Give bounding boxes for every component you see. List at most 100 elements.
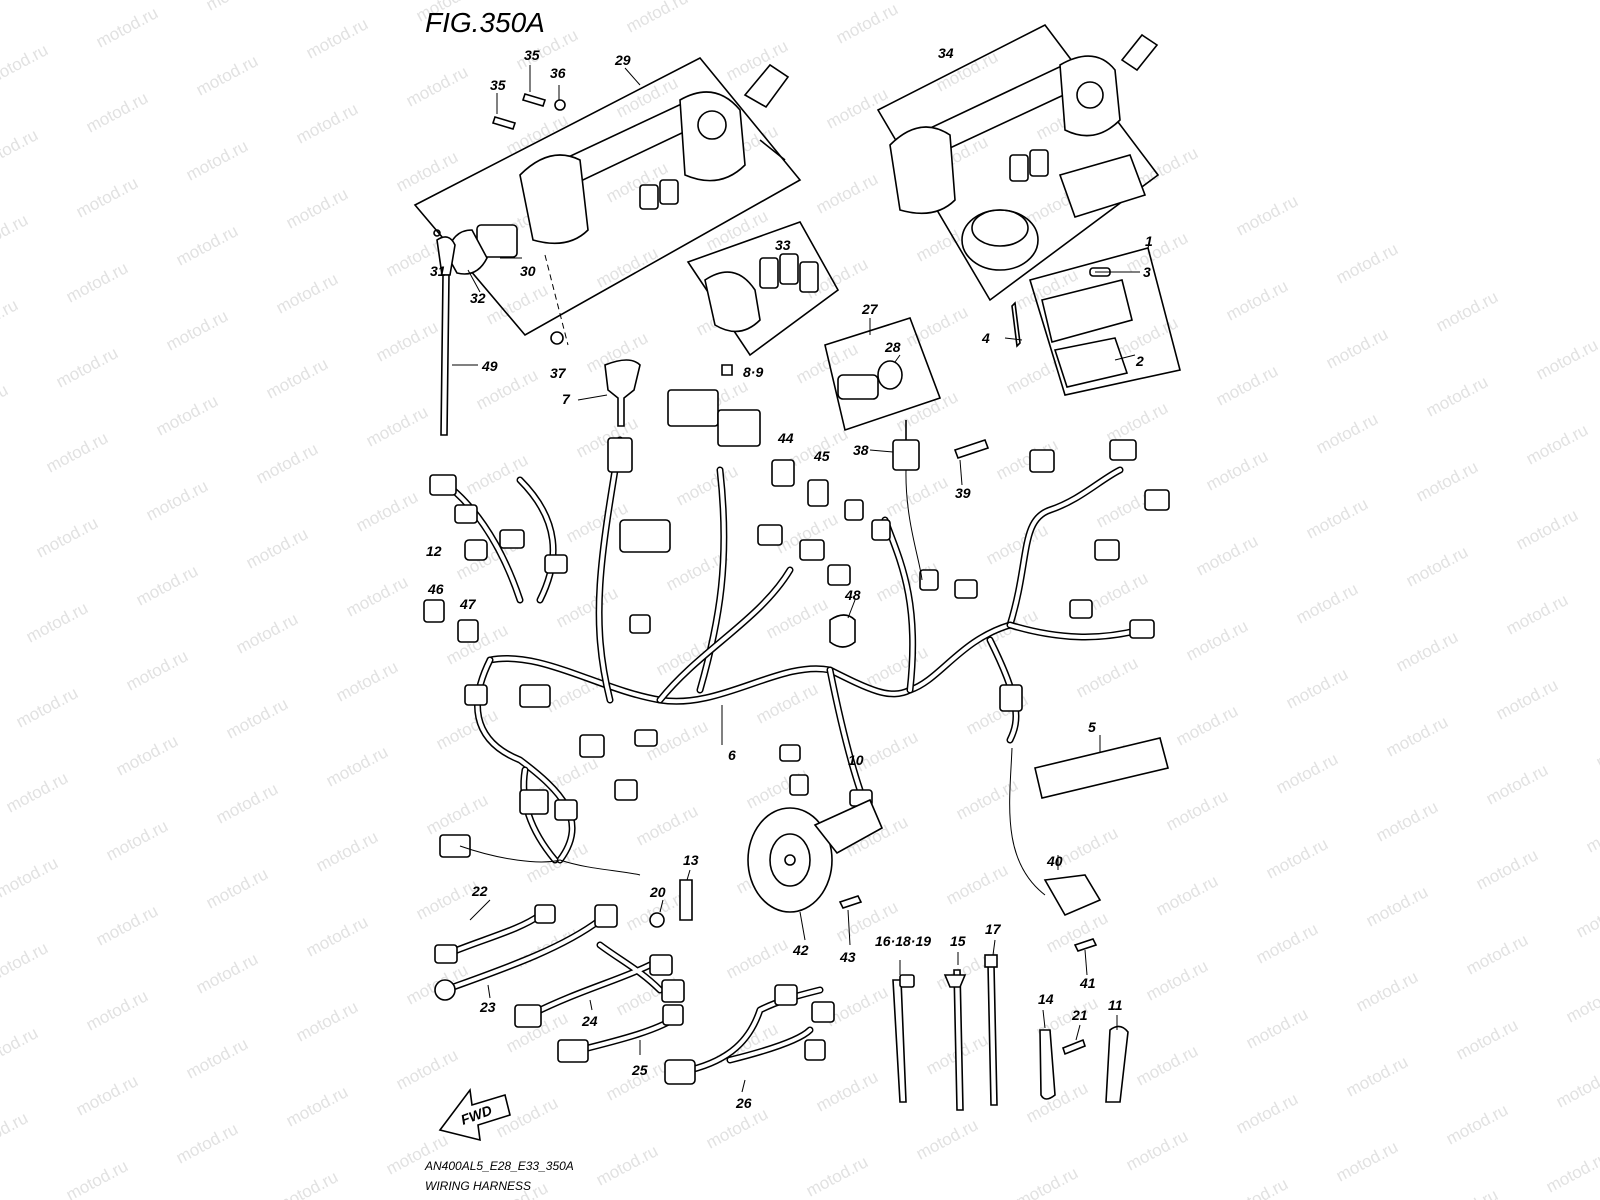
figure-title: FIG.350A (425, 7, 545, 38)
watermark-text: motod.ru (1133, 1041, 1201, 1089)
part-number-label: 48 (844, 587, 861, 603)
connector (774, 984, 798, 1006)
lock-head-34 (1059, 55, 1121, 137)
watermark-text: motod.ru (1563, 978, 1600, 1026)
connector (799, 539, 825, 561)
connector (1144, 489, 1170, 511)
kit-box-29 (413, 56, 802, 337)
fuse-box-cover-2 (1053, 337, 1129, 388)
part-number-label: 21 (1071, 1007, 1088, 1023)
watermark-text: motod.ru (1433, 1185, 1501, 1200)
horn-group (747, 798, 884, 946)
screw-21 (1062, 1038, 1086, 1056)
watermark-text: motod.ru (83, 986, 151, 1034)
watermark-text: motod.ru (313, 827, 381, 875)
watermark-text: motod.ru (3, 768, 71, 816)
lock-set-29-group (413, 56, 802, 346)
fuse-box-1 (1041, 279, 1133, 343)
key-49-group (436, 236, 478, 436)
connector (434, 979, 456, 1001)
watermark-text: motod.ru (1223, 1174, 1291, 1200)
watermark-text: motod.ru (243, 524, 311, 572)
part-number-label: 15 (950, 933, 966, 949)
kit-box-34 (876, 23, 1160, 302)
watermark-text: motod.ru (263, 354, 331, 402)
connector (629, 614, 651, 634)
connector (1069, 599, 1093, 619)
watermark-text: motod.ru (723, 934, 791, 982)
part-48 (829, 614, 856, 648)
watermark-text: motod.ru (1153, 871, 1221, 919)
watermark-text: motod.ru (1433, 287, 1501, 335)
key-tag-34-b (1029, 149, 1049, 177)
watermark-text: motod.ru (1483, 760, 1551, 808)
watermark-text: motod.ru (833, 0, 901, 48)
connector (827, 564, 851, 586)
watermark-text: motod.ru (183, 136, 251, 184)
connector (954, 579, 978, 599)
watermark-text: motod.ru (913, 1115, 981, 1163)
watermark-text: motod.ru (673, 461, 741, 509)
watermark-text: motod.ru (1523, 420, 1591, 468)
connector (519, 684, 551, 708)
part-number-label: 42 (792, 942, 809, 958)
watermark-text: motod.ru (253, 439, 321, 487)
key-cylinder (697, 110, 727, 140)
watermark-text: motod.ru (1083, 568, 1151, 616)
watermark-text: motod.ru (143, 476, 211, 524)
watermark-text: motod.ru (133, 561, 201, 609)
part-number-labels: 1 2 3 4 5 6 7 8·9 10 11 12 13 14 15 16·1… (426, 45, 1153, 1111)
watermark-text: motod.ru (1053, 823, 1121, 871)
connector (757, 524, 783, 546)
part-number-label: 5 (1088, 719, 1096, 735)
clamp-11 (1105, 1025, 1129, 1103)
watermark-text: motod.ru (0, 0, 61, 4)
watermark-text: motod.ru (273, 1167, 341, 1200)
connector (667, 389, 719, 427)
watermark-text: motod.ru (0, 210, 31, 258)
watermark-text: motod.ru (803, 1152, 871, 1200)
watermark-text: motod.ru (163, 306, 231, 354)
watermark-text: motod.ru (1343, 1052, 1411, 1100)
watermark-text: motod.ru (23, 598, 91, 646)
connector (619, 519, 671, 553)
part-12 (464, 539, 488, 561)
connector (464, 684, 488, 706)
watermark-text: motod.ru (1413, 457, 1481, 505)
watermark-text: motod.ru (1333, 1137, 1401, 1185)
kit-box-27 (824, 317, 942, 432)
watermark-text: motod.ru (1363, 882, 1431, 930)
watermark-text: motod.ru (223, 694, 291, 742)
watermark-text: motod.ru (1273, 749, 1341, 797)
watermark-text: motod.ru (63, 1156, 131, 1200)
watermark-text: motod.ru (593, 243, 661, 291)
connector (779, 744, 801, 762)
part-number-label: 35 (524, 47, 540, 63)
watermark-text: motod.ru (1163, 786, 1231, 834)
connector (544, 554, 568, 574)
watermark-text: motod.ru (1403, 542, 1471, 590)
watermark-text: motod.ru (193, 51, 261, 99)
key-49-head (436, 236, 456, 276)
part-number-label: 24 (581, 1013, 598, 1029)
part-number-label: 8·9 (743, 364, 763, 380)
watermark-text: motod.ru (1013, 1163, 1081, 1200)
connector (534, 904, 556, 924)
part-number-label: 11 (1108, 997, 1123, 1013)
connector (661, 979, 685, 1003)
connector (804, 1039, 826, 1061)
watermark-text: motod.ru (1233, 191, 1301, 239)
connector (594, 904, 618, 928)
watermark-text: motod.ru (1393, 627, 1461, 675)
watermark-text: motod.ru (703, 206, 771, 254)
watermark-text: motod.ru (1313, 409, 1381, 457)
bolt-41 (1073, 938, 1098, 952)
watermark-text: motod.ru (43, 428, 111, 476)
watermark-text: motod.ru (123, 646, 191, 694)
watermark-text: motod.ru (13, 683, 81, 731)
watermark-text: motod.ru (593, 1141, 661, 1189)
watermark-text: motod.ru (53, 343, 121, 391)
connector (607, 437, 633, 473)
watermark-text: motod.ru (1573, 893, 1600, 941)
key-head-34 (1120, 33, 1159, 72)
